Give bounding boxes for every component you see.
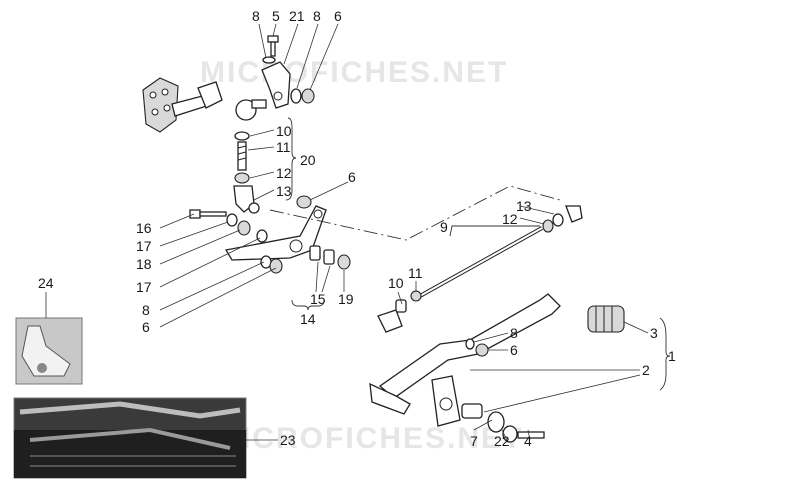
bellcrank-14: [224, 205, 327, 261]
callout-23: 23: [280, 432, 296, 448]
bracket-1: [659, 317, 671, 391]
ball-joint-left: [377, 290, 422, 333]
callout-11-upper: 11: [276, 139, 291, 155]
watermark-bottom: MICROFICHES.NET: [215, 422, 523, 455]
callout-6-left: 6: [142, 319, 150, 335]
ball-joint-right: [542, 205, 583, 233]
washer-8-top: [262, 56, 276, 64]
callout-2: 2: [642, 362, 650, 378]
ball-joint-upper: [235, 99, 267, 121]
vertical-rod-20: [233, 131, 260, 214]
callout-18: 18: [136, 256, 152, 272]
callout-10-upper: 10: [276, 123, 292, 139]
callout-14: 14: [300, 311, 316, 327]
bushing-set-15: [309, 245, 351, 270]
callout-6-top: 6: [334, 8, 342, 24]
nut-6-mid: [296, 195, 312, 209]
callout-15: 15: [310, 291, 326, 307]
callout-8-pedal: 8: [510, 325, 518, 341]
callout-13-right: 13: [516, 198, 532, 214]
callout-6-pedal: 6: [510, 342, 518, 358]
callout-9: 9: [440, 219, 448, 235]
callout-21: 21: [289, 8, 305, 24]
bracket-9: [449, 225, 540, 237]
watermark-top: MICROFICHES.NET: [200, 56, 508, 89]
callout-13-upper: 13: [276, 183, 292, 199]
callout-12-upper: 12: [276, 165, 292, 181]
leader-lines: [45, 23, 649, 443]
bolt-5: [267, 35, 279, 57]
alignment-line: [269, 185, 561, 241]
bushing-set-left: [226, 213, 283, 274]
callout-7: 7: [470, 433, 478, 449]
bracket-14: [291, 299, 325, 311]
callout-8-left: 8: [142, 302, 150, 318]
callout-3: 3: [650, 325, 658, 341]
callout-numbers: 8 5 21 8 6 10 11 20 12 13 6 16 17 18 17 …: [38, 8, 676, 449]
callout-24: 24: [38, 275, 54, 291]
bracket-20: [285, 117, 297, 201]
pedal-rubber-3: [587, 305, 625, 333]
callout-16: 16: [136, 220, 152, 236]
callout-11-lower: 11: [408, 265, 423, 281]
callout-6-mid: 6: [348, 169, 356, 185]
callout-10-lower: 10: [388, 275, 404, 291]
callout-1: 1: [668, 348, 676, 364]
long-rod-9: [419, 226, 543, 298]
callout-8-top-a: 8: [252, 8, 260, 24]
washer-and-nut-top: [290, 88, 315, 104]
callout-17-a: 17: [136, 238, 152, 254]
callout-22: 22: [494, 433, 510, 449]
callout-12-right: 12: [502, 211, 518, 227]
callout-17-b: 17: [136, 279, 152, 295]
upper-lever-arm: [261, 61, 291, 109]
callout-20: 20: [300, 152, 316, 168]
gear-lever-shaft: [142, 77, 223, 133]
callout-19: 19: [338, 291, 354, 307]
photo-24-bracket: [15, 317, 83, 385]
callout-8-top-b: 8: [313, 8, 321, 24]
bolt-16: [189, 209, 227, 219]
photo-23-assembly: [13, 397, 247, 479]
callout-4: 4: [524, 433, 532, 449]
callout-5: 5: [272, 8, 280, 24]
